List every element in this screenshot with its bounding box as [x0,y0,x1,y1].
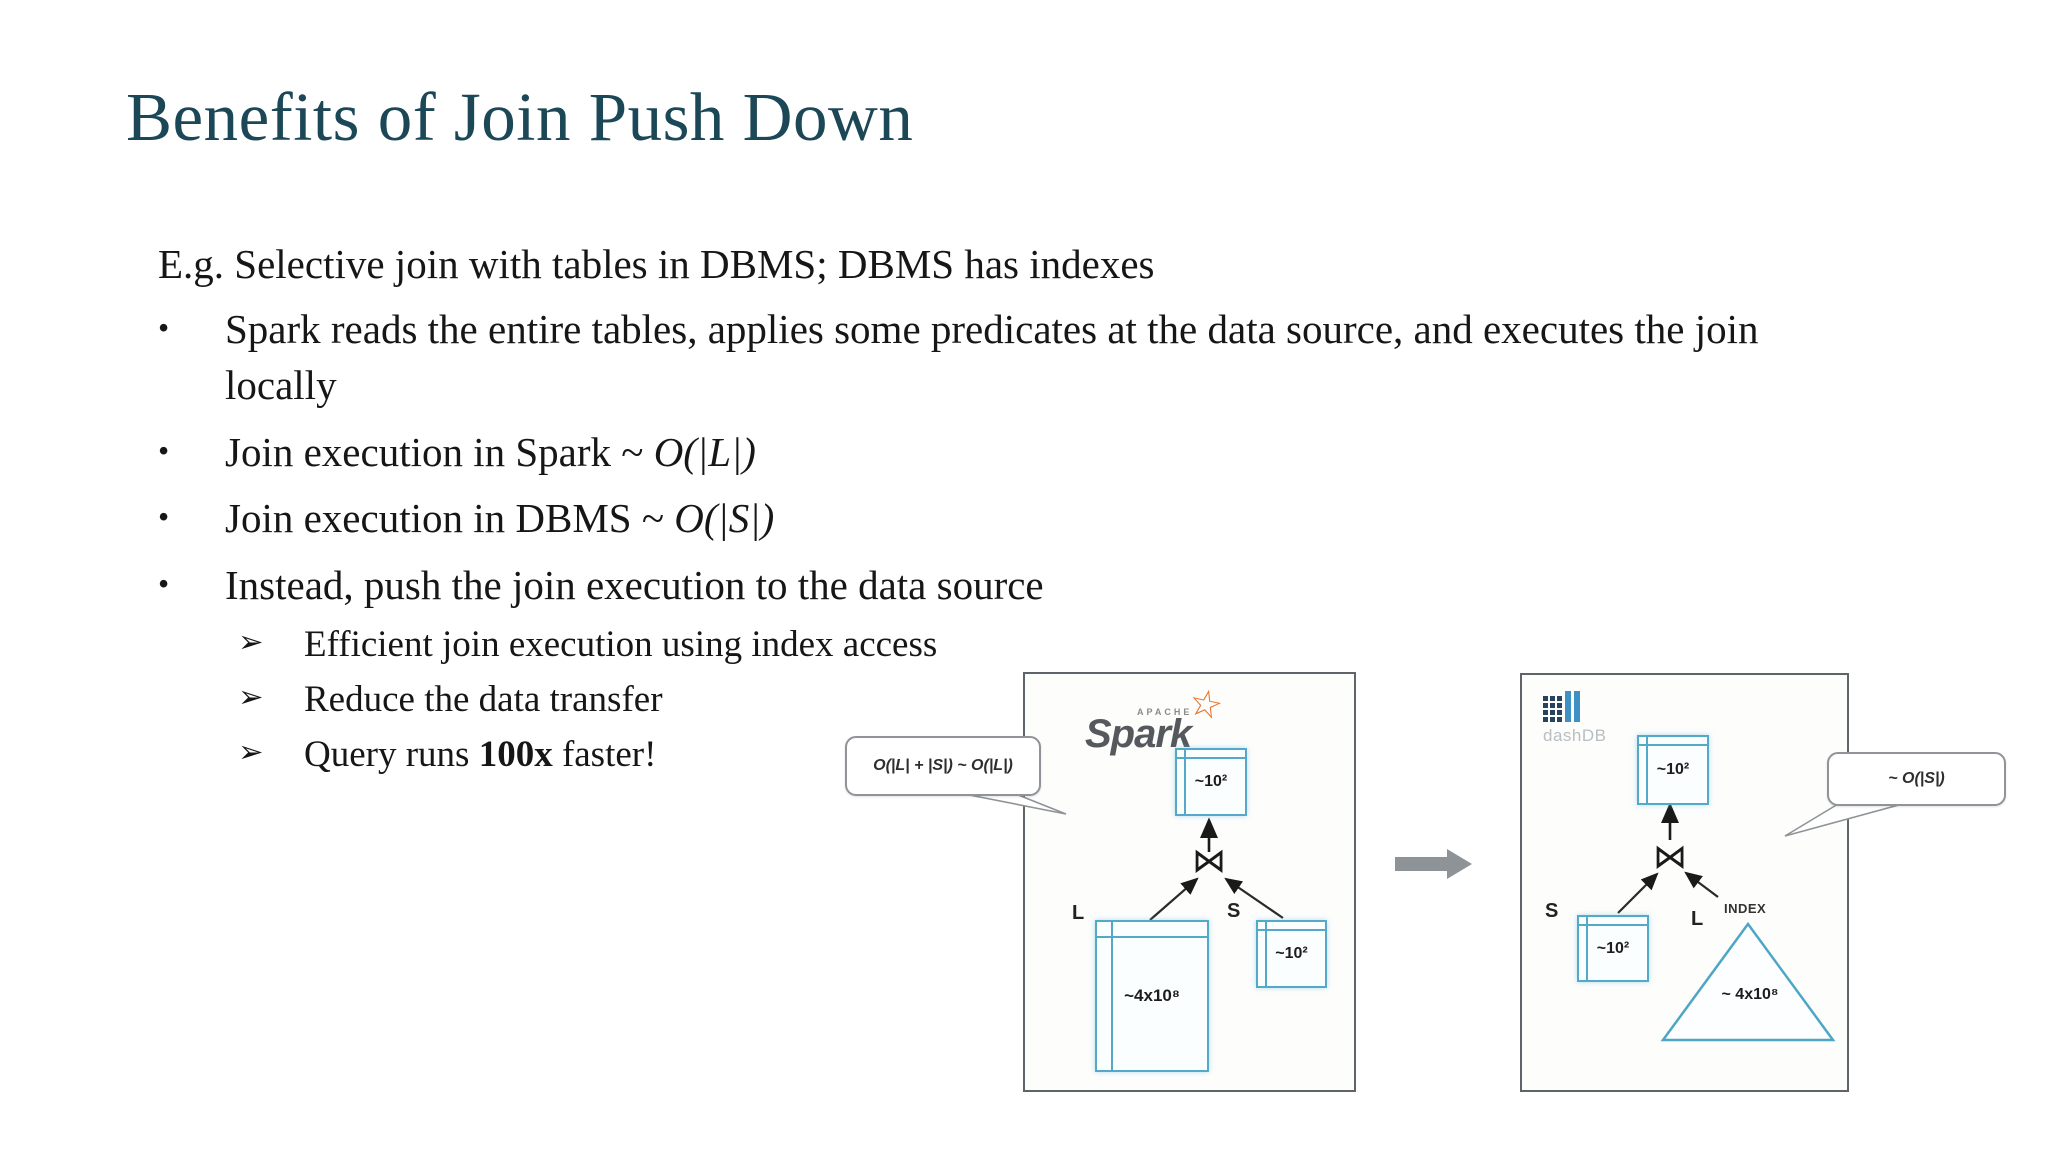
dashdb-logo-dots [1543,696,1562,722]
arrow-bullet-icon: ➢ [238,734,264,769]
dashdb-s-table-label: S [1545,900,1559,922]
dashdb-logo-icon [1543,690,1633,722]
bullet-text-pre: Join execution in DBMS ~ [225,495,675,542]
bullet-text: Spark reads the entire tables, applies s… [225,306,1759,408]
spark-logo: APACHE Spark ☆ [1085,679,1245,768]
left-callout-bubble: O(|L| + |S|) ~ O(|L|) [845,736,1041,796]
page-title: Benefits of Join Push Down [126,79,914,155]
bullet-math: O(|S|) [674,495,775,542]
dashdb-logo-bar [1574,691,1580,722]
right-callout-text: ~ O(|S|) [1888,770,1945,787]
index-size: ~ 4x10⁸ [1721,986,1779,1003]
spark-l-table-label: L [1072,902,1085,924]
spark-star-icon: ☆ [1184,678,1228,730]
sub-bullet-text-post: faster! [552,733,657,775]
spark-s-table-label: S [1227,900,1241,922]
right-callout-bubble: ~ O(|S|) [1827,752,2006,806]
dashdb-result-size: ~10² [1656,761,1690,778]
table-column-line [1586,917,1588,980]
sub-bullet-text: Query runs 100x faster! [304,731,1830,779]
bullet-item: • Join execution in DBMS ~ O(|S|) [158,491,1830,547]
spark-result-table: ~10² [1175,748,1247,816]
sub-bullet-text: Reduce the data transfer [304,678,663,720]
sub-bullet-item: ➢ Query runs 100x faster! [238,731,1830,779]
sub-bullet-text: Efficient join execution using index acc… [304,623,938,665]
bullet-icon: • [158,499,170,535]
bullet-math: O(|L|) [653,428,756,475]
dashdb-logo-bar [1565,691,1571,722]
table-header-line [1639,744,1707,746]
spark-s-table: ~10² [1256,920,1327,988]
spark-result-size: ~10² [1194,773,1228,790]
dashdb-join-operator-icon: ⋈ [1653,837,1687,877]
sub-bullet-bold: 100x [478,733,553,775]
table-header-line [1579,924,1647,926]
dashdb-result-table: ~10² [1637,735,1709,805]
bullet-icon: • [158,310,170,345]
arrow-bullet-icon: ➢ [238,679,264,714]
bullet-item: • Join execution in Spark ~ O(|L|) [158,425,1830,481]
spark-join-operator-icon: ⋈ [1192,841,1226,881]
table-header-line [1258,929,1325,931]
table-header-line [1177,757,1245,759]
dashdb-s-table: ~10² [1577,915,1649,982]
bullet-text-pre: Join execution in Spark ~ [225,428,654,475]
bullet-item: • Instead, push the join execution to th… [158,558,1830,614]
spark-s-size: ~10² [1275,945,1308,962]
spark-l-table: ~4x10⁸ [1095,920,1209,1072]
dashdb-logo: dashDB [1543,690,1633,762]
intro-line: E.g. Selective join with tables in DBMS;… [158,241,1155,287]
spark-logo-apache-text: APACHE [1137,707,1193,717]
bullet-icon: • [158,566,170,601]
index-label: INDEX [1724,901,1767,916]
table-column-line [1184,750,1186,814]
transform-arrow-icon [1395,849,1472,879]
sub-bullet-item: ➢ Efficient join execution using index a… [238,621,1830,669]
dashdb-l-table-label: L [1691,908,1704,930]
dashdb-s-size: ~10² [1596,939,1630,957]
table-column-line [1111,922,1113,1070]
table-column-line [1265,922,1267,986]
spark-l-size: ~4x10⁸ [1124,986,1180,1005]
bullet-text: Join execution in DBMS ~ O(|S|) [225,491,1830,547]
table-header-line [1097,936,1207,938]
arrow-bullet-icon: ➢ [238,624,264,659]
spark-logo-wordmark: Spark [1085,712,1192,756]
dashdb-wordmark: dashDB [1543,726,1607,745]
slide-body: E.g. Selective join with tables in DBMS;… [158,240,1830,779]
bullet-item: • Spark reads the entire tables, applies… [158,302,1830,414]
bullet-text: Instead, push the join execution to the … [225,562,1044,608]
sub-bullet-item: ➢ Reduce the data transfer [238,676,1830,724]
bullet-icon: • [158,432,170,468]
bullet-text: Join execution in Spark ~ O(|L|) [225,425,1830,481]
sub-bullet-text-pre: Query runs [304,733,479,775]
left-callout-text: O(|L| + |S|) ~ O(|L|) [873,757,1013,774]
table-column-line [1646,737,1648,803]
